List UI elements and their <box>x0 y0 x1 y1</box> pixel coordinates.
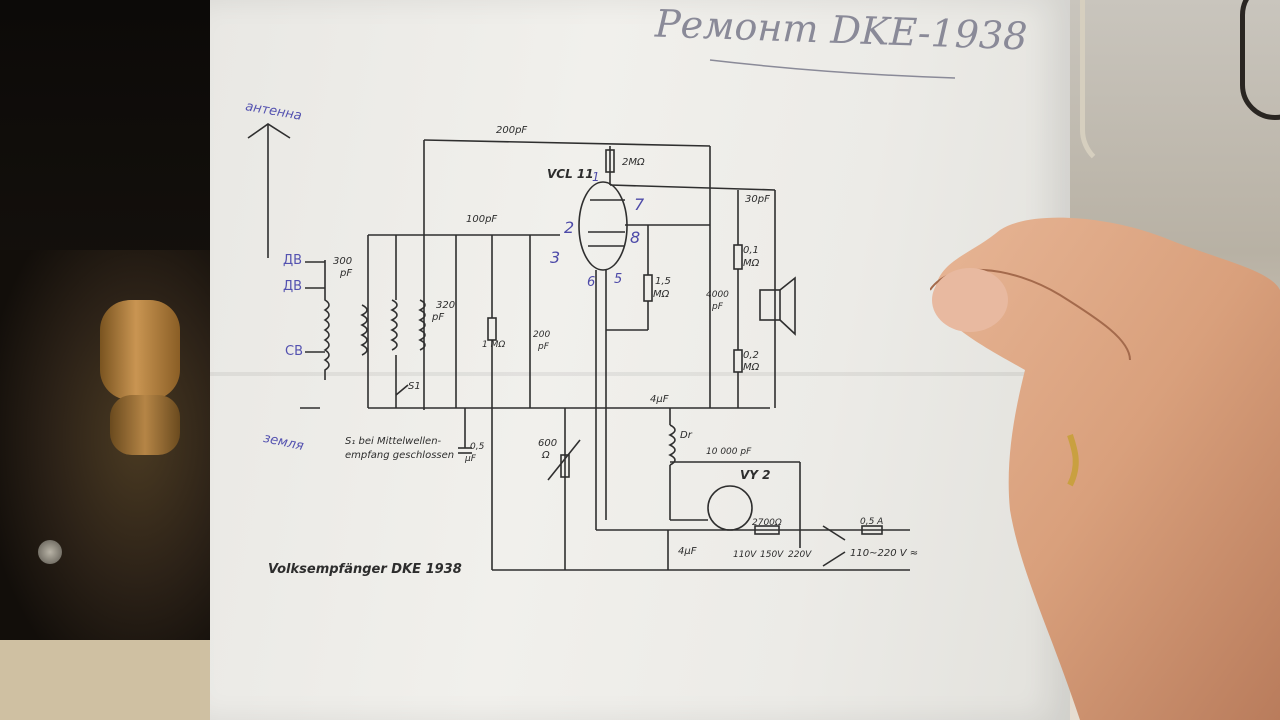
pin-8: 8 <box>630 228 641 247</box>
pin-5: 5 <box>614 272 623 287</box>
label-r-15-unit: MΩ <box>653 289 670 300</box>
label-v220: 220V <box>788 550 812 560</box>
label-dr: Dr <box>680 430 692 441</box>
label-c-10000: 10 000 pF <box>706 447 752 457</box>
hand <box>930 217 1280 720</box>
band-label-mw: СВ <box>285 344 303 359</box>
label-c-200: 200 <box>533 330 551 340</box>
label-c-4000: 4000 <box>706 290 729 300</box>
label-c-05: 0,5 <box>470 442 485 452</box>
table-surface <box>0 640 240 720</box>
label-mains: 110~220 V ≈ <box>850 548 919 559</box>
label-c-200-unit: pF <box>538 342 549 352</box>
label-v110: 110V <box>733 550 757 560</box>
label-c-trim: 200pF <box>496 125 528 136</box>
tube-label-vcl11: VCL 11 <box>547 167 594 181</box>
pin-2: 2 <box>564 218 575 237</box>
label-c-05-unit: μF <box>465 454 476 464</box>
label-r-1m: 1 MΩ <box>482 340 506 350</box>
label-fuse: 0,5 A <box>860 517 884 527</box>
pin-6: 6 <box>587 275 596 290</box>
label-c-4u: 4μF <box>650 394 669 405</box>
label-c-100p: 100pF <box>466 214 498 225</box>
band-label-lw1: ДВ <box>283 253 303 268</box>
switch-note-line1: S₁ bei Mittelwellen- <box>345 436 442 447</box>
coil-component-lower <box>110 395 180 455</box>
pin-3: 3 <box>550 248 561 267</box>
label-c-300-unit: pF <box>340 268 353 279</box>
pin-7: 7 <box>634 195 645 214</box>
pin-1: 1 <box>592 170 600 184</box>
switch-note-line2: empfang geschlossen <box>345 450 455 461</box>
label-r-2m: 2MΩ <box>622 157 645 168</box>
label-c-4u-2: 4μF <box>678 546 697 557</box>
cable <box>1080 0 1230 170</box>
label-r-600: 600 <box>538 438 558 449</box>
label-c-320: 320 <box>436 300 456 311</box>
label-r-02: 0,2 <box>743 350 759 361</box>
label-c-300: 300 <box>333 256 353 267</box>
schematic-caption: Volksempfänger DKE 1938 <box>268 562 462 577</box>
label-r-15: 1,5 <box>655 276 671 287</box>
coil-component <box>100 300 180 400</box>
label-r-01: 0,1 <box>743 245 759 256</box>
label-r-02-unit: MΩ <box>743 362 760 373</box>
paper-fold <box>210 372 1070 376</box>
band-label-lw2: ДВ <box>283 279 303 294</box>
screw <box>38 540 62 564</box>
label-c-320-unit: pF <box>432 312 445 323</box>
label-r-01-unit: MΩ <box>743 258 760 269</box>
schematic-paper <box>210 0 1070 720</box>
label-c-4000-unit: pF <box>712 302 723 312</box>
label-v150: 150V <box>760 550 784 560</box>
label-r-2700: 2700Ω <box>752 518 782 528</box>
tube-label-vy2: VY 2 <box>740 468 771 482</box>
label-s1: S1 <box>408 381 421 392</box>
label-c-30p: 30pF <box>745 194 770 205</box>
label-r-600-unit: Ω <box>542 450 550 461</box>
